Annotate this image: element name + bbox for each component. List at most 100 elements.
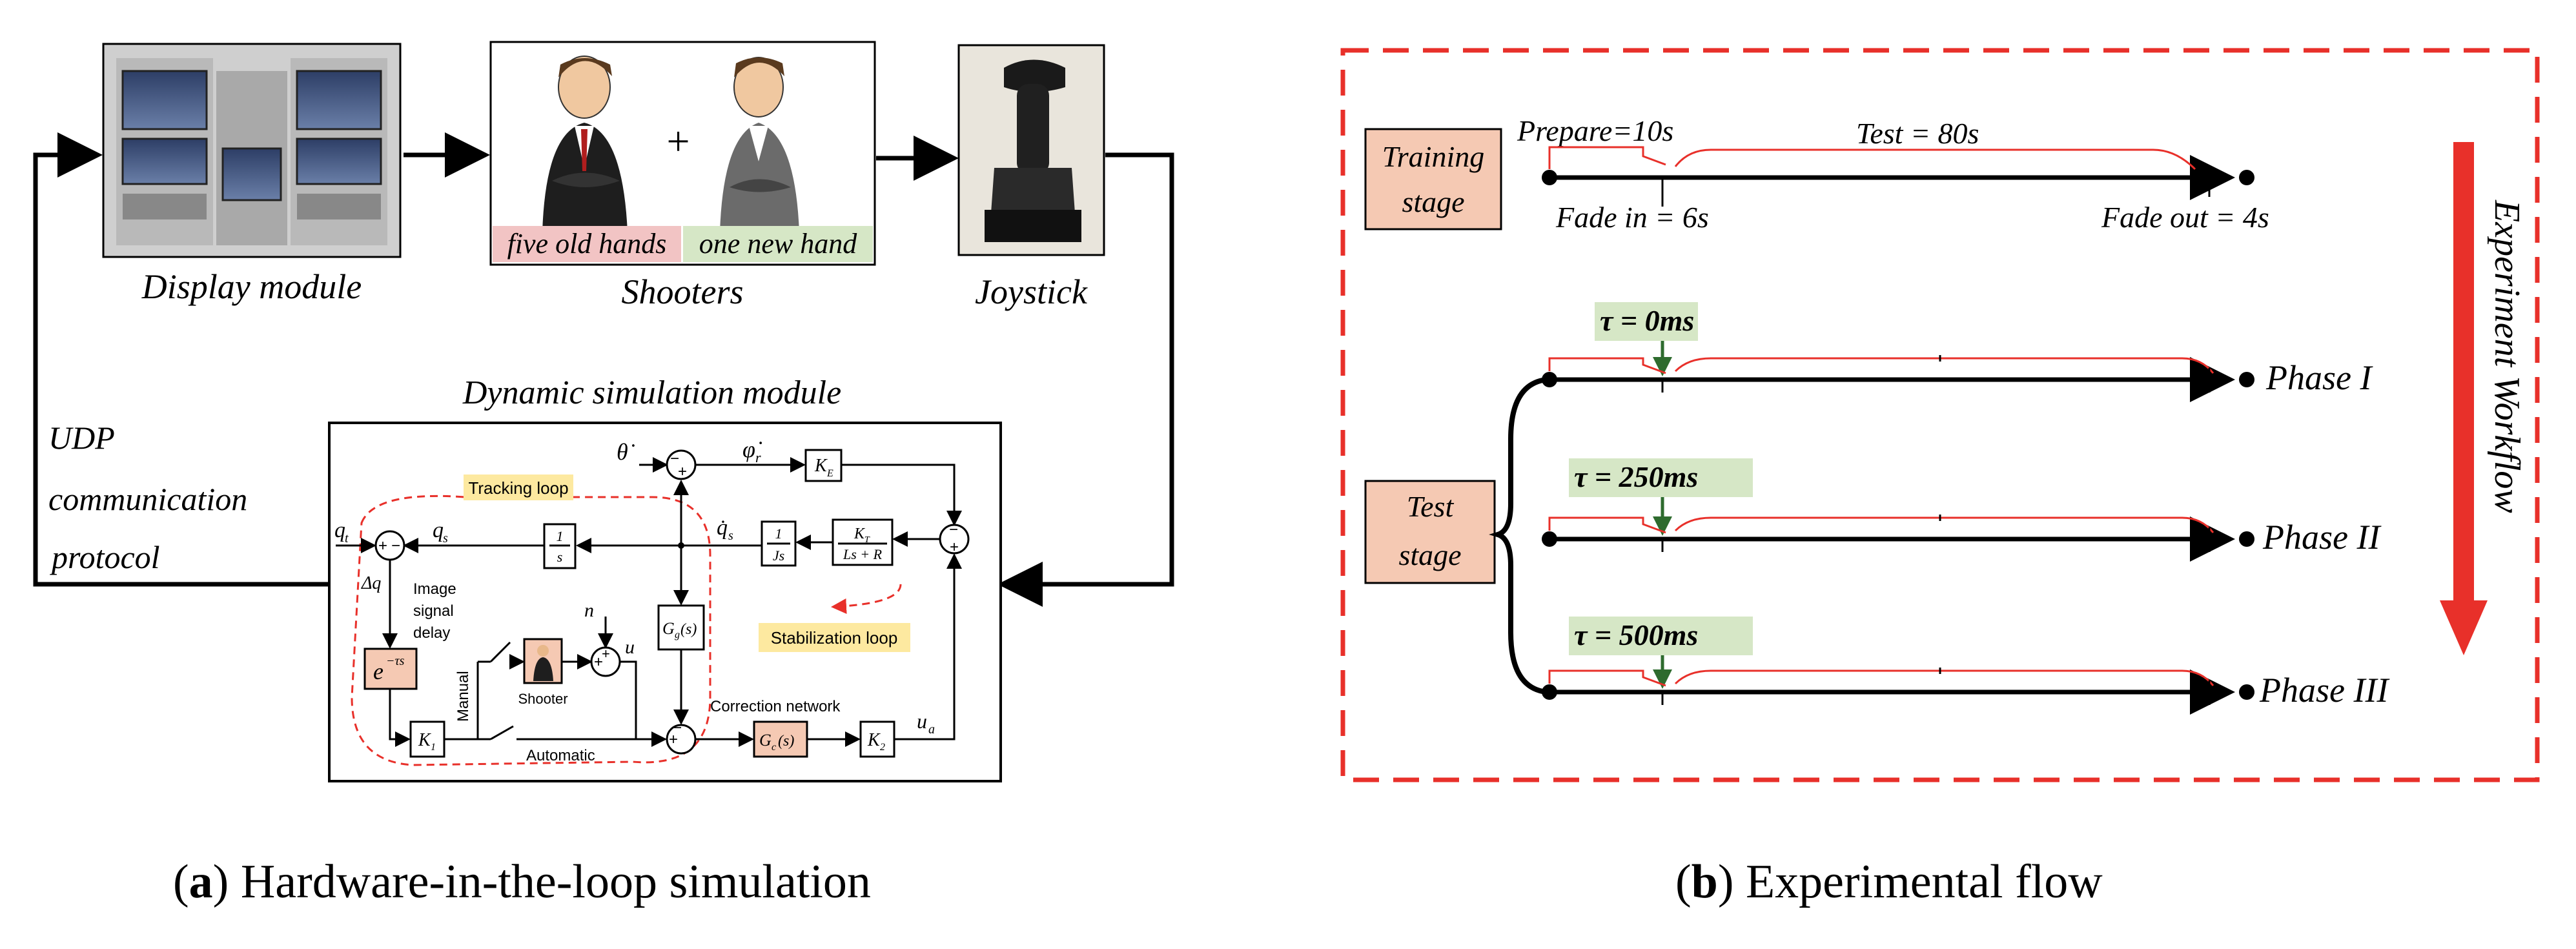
phase-1-end-dot — [2239, 372, 2254, 387]
tau-0-bg — [1595, 302, 1698, 341]
block-k2-text: K — [867, 730, 881, 750]
tau-0-label: τ = 0ms — [1600, 304, 1694, 337]
training-test-brace — [1674, 148, 2196, 170]
tau-250-bg — [1569, 458, 1753, 497]
new-hand-bg — [683, 226, 873, 262]
correction-network-label: Correction network — [710, 698, 841, 715]
tau-500-bg — [1569, 617, 1753, 655]
sum-shooter-plus1: + — [594, 653, 603, 671]
phase-2-prepare-brace — [1548, 516, 1666, 534]
sum-bottom-minus: − — [673, 719, 682, 737]
sym-qs-dot-sub: s — [728, 529, 733, 543]
block-int-den: s — [557, 549, 563, 565]
sym-n: n — [584, 600, 594, 621]
phase-1-start-dot — [1542, 372, 1557, 387]
udp-label-3: protocol — [50, 539, 160, 575]
sym-qs: q — [433, 518, 444, 542]
prepare-label: Prepare=10s — [1517, 114, 1673, 147]
sym-u: u — [625, 637, 635, 658]
block-ke-text: K — [814, 456, 828, 476]
shooter-icon — [533, 645, 553, 681]
phase-3-label: Phase III — [2259, 671, 2390, 709]
line-delay-k1 — [389, 689, 411, 747]
sym-qs-dot: q̇ — [717, 516, 728, 540]
dynamic-sim-title: Dynamic simulation module — [462, 374, 841, 411]
phase-1-prepare-brace — [1548, 357, 1666, 374]
sum-right-minus: − — [949, 521, 958, 538]
plus-sign: + — [664, 118, 691, 164]
panel-a: Display module + five old hands one new … — [33, 41, 1174, 908]
phase-3-end-dot — [2239, 684, 2254, 700]
block-delay-e: e — [373, 658, 383, 684]
workflow-arrow — [2440, 142, 2488, 655]
display-module-photo — [102, 43, 402, 258]
line-ke-sum-right — [841, 464, 962, 526]
block-gg — [657, 604, 705, 651]
phase-2-start-dot — [1542, 531, 1557, 547]
sym-qs-sub: s — [443, 531, 448, 546]
joystick-label: Joystick — [975, 272, 1088, 311]
manual-label: Manual — [455, 671, 472, 722]
block-js-den: Js — [773, 547, 784, 564]
sum-bottom-plus: + — [669, 731, 678, 748]
fade-out-label: Fade out = 4s — [2101, 201, 2269, 234]
stabilization-loop-label: Stabilization loop — [771, 628, 898, 648]
sym-ua: u — [917, 709, 927, 733]
automatic-label: Automatic — [526, 747, 595, 764]
block-gg-arg: (s) — [680, 621, 697, 638]
panel-b-dashed-frame — [1340, 48, 2540, 782]
udp-label-1: UDP — [48, 420, 115, 456]
sym-dq: Δq — [361, 573, 381, 593]
test-stage-brace — [1489, 377, 1547, 695]
phase-1-label: Phase I — [2265, 358, 2373, 397]
tracking-loop-region — [351, 495, 711, 766]
caption-b-text: Experimental flow — [1746, 855, 2103, 908]
joystick-photo — [957, 44, 1105, 256]
shooter-figure-old — [542, 56, 628, 232]
sum-top-plus: + — [678, 463, 687, 480]
shooter-label: Shooter — [518, 691, 567, 707]
old-hands-label: five old hands — [507, 228, 667, 260]
training-prepare-brace — [1548, 146, 1666, 169]
image-delay-2: signal — [413, 602, 454, 620]
shooter-figure-new — [720, 57, 799, 232]
phase-2: τ = 250ms Phase II — [1542, 458, 2382, 562]
block-js-num: 1 — [775, 526, 782, 542]
sym-ua-sub: a — [928, 722, 935, 737]
line-u-down — [620, 660, 637, 739]
phase-3-prepare-brace — [1548, 669, 1666, 687]
block-k2-sub: 2 — [880, 742, 885, 753]
shooters-label: Shooters — [622, 272, 744, 311]
phase-2-end-dot — [2239, 531, 2254, 547]
phase-3-start-dot — [1542, 684, 1557, 700]
caption-a-letter: a — [189, 855, 213, 908]
stabilization-loop-arrow — [831, 584, 902, 614]
stabilization-loop-label-bg — [759, 623, 910, 652]
old-hands-bg — [493, 226, 681, 262]
sym-qt: q — [334, 518, 345, 542]
training-stage-1: Training — [1382, 140, 1485, 173]
caption-b-letter: b — [1692, 855, 1718, 908]
sum-top-minus: − — [670, 450, 679, 467]
tau-250-label: τ = 250ms — [1574, 460, 1698, 493]
block-k1-text: K — [418, 730, 431, 750]
test-stage-box — [1364, 480, 1496, 584]
block-gc — [753, 720, 808, 758]
block-gc-sub: c — [772, 742, 776, 753]
tracking-loop-label: Tracking loop — [468, 478, 568, 498]
new-hand-label: one new hand — [699, 228, 857, 260]
tau-500-label: τ = 500ms — [1574, 618, 1698, 651]
test-time-label: Test = 80s — [1856, 117, 1979, 150]
tracking-loop-label-bg — [464, 474, 573, 500]
phase-1-test-brace — [1674, 357, 2214, 374]
block-k1-sub: 1 — [431, 742, 436, 753]
training-start-dot — [1542, 170, 1557, 185]
image-delay-3: delay — [413, 624, 450, 642]
phase-3-test-brace — [1674, 669, 2214, 686]
sum-left-minus: − — [391, 537, 400, 555]
line-k2-sum-right — [894, 553, 962, 740]
caption-a-text: Hardware-in-the-loop simulation — [241, 855, 871, 908]
block-gc-g: G — [759, 731, 772, 750]
test-stage-2: stage — [1398, 538, 1461, 571]
block-kt — [832, 518, 894, 566]
